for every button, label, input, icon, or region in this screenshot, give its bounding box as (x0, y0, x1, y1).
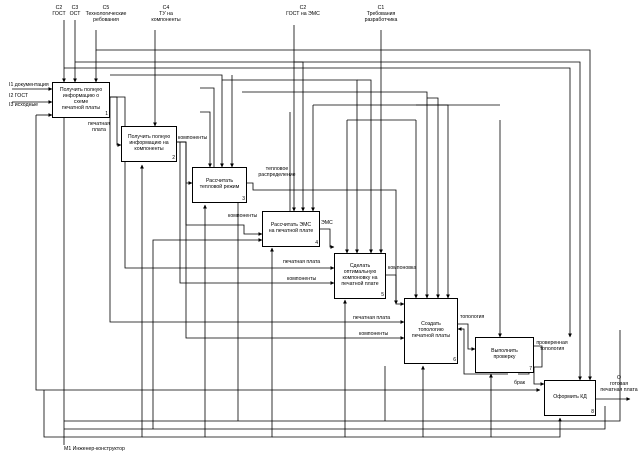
block-6-number: 6 (453, 357, 456, 363)
block-7-label: Выполнить проверку (491, 347, 518, 360)
block-6-label: Создать топологию печатной платы (411, 320, 451, 339)
label-defect: брак (514, 380, 526, 386)
block-2[interactable]: Получить полную информацию на компоненты… (121, 126, 177, 162)
block-4[interactable]: Рассчитать ЭМС на печатной плате 4 (262, 211, 320, 247)
input-i2-label: I2 ГОСТ (9, 93, 29, 99)
control-arrows (62, 20, 592, 381)
block-3-number: 3 (242, 196, 245, 202)
block-5[interactable]: Сделать оптимальную компоновку на печатн… (334, 253, 386, 299)
control-c2-gost-label: С2 ГОСТ (52, 5, 66, 17)
label-heat-distribution: тепловое распределение (258, 166, 296, 178)
label-pcb-2: печатная плата (283, 259, 321, 265)
input-i1-label: I1 документация (9, 82, 49, 88)
block-8-label: Оформить КД (553, 393, 587, 400)
label-pcb-3: печатная плата (353, 315, 391, 321)
control-c5-tech-label: С5 Технологические ребования (85, 5, 127, 23)
input-arrows (12, 87, 541, 392)
label-components-2: компоненты (228, 213, 258, 219)
block-6[interactable]: Создать топологию печатной платы 6 (404, 298, 458, 364)
block-1-label: Получить полную информацию о схеме печат… (59, 86, 103, 111)
control-c4-tu-label: С4 ТУ на компоненты (151, 5, 181, 23)
label-ems: ЭМС (321, 220, 333, 226)
mechanism-arrows (43, 111, 621, 445)
mechanism-m1-label: M1 Инженер-конструктор (64, 446, 125, 452)
block-5-number: 5 (381, 292, 384, 298)
flow-arrows (109, 96, 631, 401)
output-label: О готовая печатная плата (600, 375, 638, 393)
block-4-number: 4 (315, 240, 318, 246)
block-4-label: Рассчитать ЭМС на печатной плате (268, 221, 314, 234)
control-c1-req-label: С1 Требования разработчика (364, 5, 398, 23)
block-5-label: Сделать оптимальную компоновку на печатн… (341, 262, 379, 287)
block-8-number: 8 (591, 409, 594, 415)
block-3[interactable]: Рассчитать тепловой режим 3 (192, 167, 247, 203)
label-checked-topology: проверенная топология (536, 340, 568, 352)
control-c3-ost-label: С3 ОСТ (69, 5, 81, 17)
block-7[interactable]: Выполнить проверку 7 (475, 337, 534, 373)
label-pcb-1: печатная плата (88, 121, 110, 133)
block-2-number: 2 (172, 155, 175, 161)
block-3-label: Рассчитать тепловой режим (199, 177, 240, 190)
label-layout: компоновка (388, 265, 417, 271)
block-8[interactable]: Оформить КД 8 (544, 380, 596, 416)
label-topology: топология (460, 314, 485, 320)
label-components-4: компоненты (359, 331, 389, 337)
label-components-3: компоненты (287, 276, 317, 282)
label-components-1: компоненты (178, 135, 208, 141)
block-7-number: 7 (529, 366, 532, 372)
input-i3-label: I3 исходные (9, 102, 39, 108)
block-2-label: Получить полную информацию на компоненты (127, 133, 171, 152)
block-1-number: 1 (105, 111, 108, 117)
block-1[interactable]: Получить полную информацию о схеме печат… (52, 82, 110, 118)
control-c2-ems-label: С2 ГОСТ на ЭМС (286, 5, 320, 17)
